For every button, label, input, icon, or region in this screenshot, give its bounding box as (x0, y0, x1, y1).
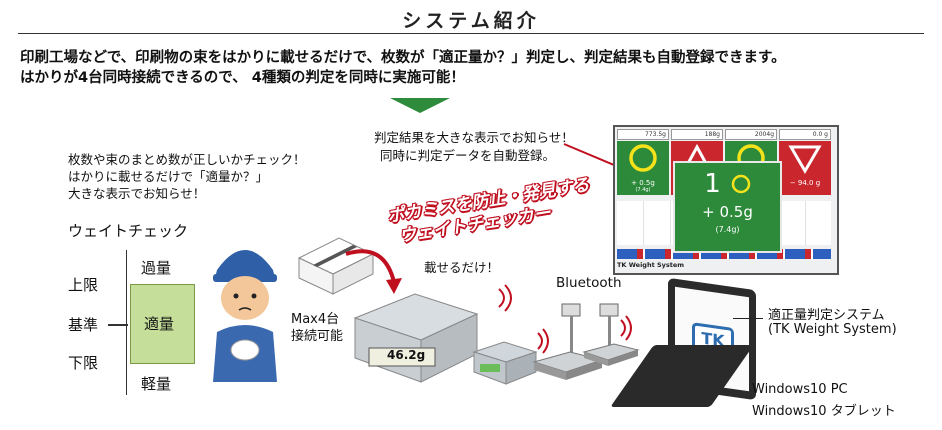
system-leader-line (733, 318, 763, 319)
tile1-diff: + 0.5g (631, 179, 655, 187)
system-name-line1: 適正量判定システム (768, 308, 885, 323)
max-connect-label: Max4台 (291, 312, 340, 327)
light-label: 軽量 (141, 375, 172, 393)
base-label: 基準 (68, 316, 99, 334)
device-line2: Windows10 タブレット (752, 404, 896, 419)
scale-tile-1: + 0.5g (7.4g) (617, 141, 669, 195)
left-note-line1: 枚数や束のまとめ数が正しいかチェック！ (68, 152, 306, 167)
scale-display: 46.2g (387, 348, 426, 362)
upper-limit-label: 上限 (68, 276, 99, 294)
just-place-label: 載せるだけ！ (424, 260, 500, 275)
lead-text-line1: 印刷工場などで、印刷物の束をはかりに載せるだけで、枚数が「適正量か？」判定し、判… (20, 50, 786, 66)
gauge-axis (126, 250, 127, 395)
base-tick (108, 324, 128, 326)
worker-illustration (213, 250, 277, 382)
result-popup: 1 + 0.5g (7.4g) (673, 161, 782, 253)
result-note-line1: 判定結果を大きな表示でお知らせ！ (374, 130, 574, 145)
wireless-icon-2 (537, 328, 549, 354)
scale-tile-4: − 94.0 g (779, 141, 831, 195)
result-note-line2: 同時に判定データを自動登録。 (380, 148, 556, 163)
popup-diff: + 0.5g (702, 203, 753, 221)
paper-stack-icon (297, 237, 375, 295)
proper-range-box (130, 284, 195, 364)
left-note-line3: 大きな表示でお知らせ！ (68, 186, 206, 201)
max-connect-label2: 接続可能 (291, 329, 344, 344)
over-label: 過量 (141, 259, 172, 277)
screen-value-3: 2004g (725, 129, 777, 140)
screen-value-1: 773.5g (617, 129, 669, 140)
lead-text-line2: はかりが4台同時接続できるので、 4種類の判定を同時に実施可能！ (20, 70, 465, 86)
popup-count: 1 (704, 169, 721, 199)
device-line1: Windows10 PC (752, 382, 848, 397)
title-divider (18, 33, 924, 34)
screen-footer-title: TK Weight System (617, 261, 685, 269)
wireless-icon (498, 284, 512, 312)
place-arrow-icon (345, 249, 402, 294)
ok-circle-icon (731, 174, 751, 194)
proper-label: 適量 (144, 315, 175, 333)
section-title: システム紹介 (402, 10, 540, 32)
screen-value-2: 188g (671, 129, 723, 140)
weight-check-heading: ウェイトチェック (68, 222, 189, 240)
small-scale-icon (472, 341, 538, 385)
down-arrow-icon (390, 98, 450, 113)
system-name-line2: (TK Weight System) (768, 322, 897, 337)
popup-sub: (7.4g) (715, 225, 740, 234)
bluetooth-label: Bluetooth (556, 275, 622, 291)
tile4-diff: − 94.0 g (789, 179, 821, 187)
big-scale-icon (353, 293, 479, 383)
left-note-line2: はかりに載せるだけで「適量か？」 (68, 169, 269, 184)
tile1-sub: (7.4g) (635, 187, 651, 193)
lower-limit-label: 下限 (68, 354, 99, 372)
platform-scales-icon (532, 303, 640, 380)
weight-system-screen: 773.5g 188g 2004g 0.0 g + 0.5g (7.4g) − … (613, 125, 839, 275)
action-buttons-row (617, 249, 831, 259)
wireless-icon-3 (620, 315, 632, 341)
screen-value-4: 0.0 g (779, 129, 831, 140)
